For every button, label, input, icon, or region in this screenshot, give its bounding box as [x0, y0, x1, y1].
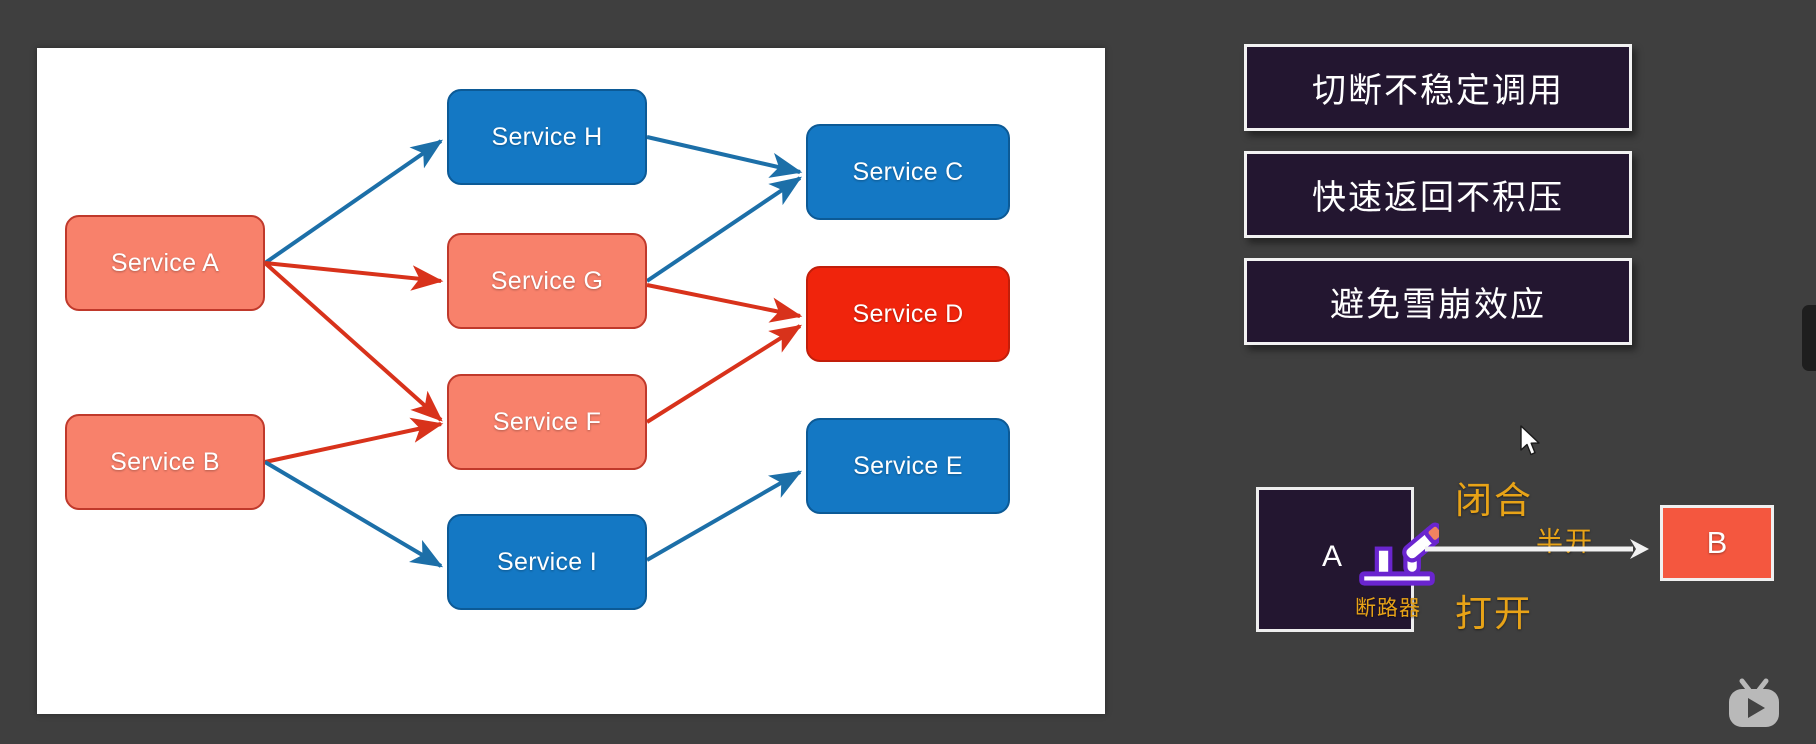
- edge-i-e: [646, 470, 803, 562]
- edge-a-f: [263, 261, 443, 422]
- circuit-breaker-switch-icon: [1359, 522, 1439, 586]
- service-node-a[interactable]: Service A: [65, 215, 265, 311]
- benefit-box-2[interactable]: 快速返回不积压: [1244, 151, 1632, 238]
- benefit-box-3[interactable]: 避免雪崩效应: [1244, 258, 1632, 345]
- edge-g-d: [646, 283, 803, 323]
- service-node-h[interactable]: Service H: [447, 89, 647, 185]
- service-node-d[interactable]: Service D: [806, 266, 1010, 362]
- benefit-box-1[interactable]: 切断不稳定调用: [1244, 44, 1632, 131]
- service-node-label: Service G: [490, 266, 604, 295]
- service-node-label: Service C: [852, 157, 964, 186]
- scrollbar-thumb[interactable]: [1802, 305, 1816, 371]
- edge-g-c: [645, 176, 802, 283]
- service-node-label: Service D: [852, 299, 964, 328]
- bilibili-tv-logo-icon: [1729, 678, 1779, 727]
- service-node-e[interactable]: Service E: [806, 418, 1010, 514]
- benefit-label: 快速返回不积压: [1312, 179, 1564, 217]
- call-flow-arrow-icon: [1425, 539, 1649, 559]
- edge-a-h: [263, 139, 443, 265]
- edge-b-f: [264, 417, 444, 464]
- benefit-label: 避免雪崩效应: [1330, 286, 1546, 324]
- scrollbar-track[interactable]: [1802, 0, 1816, 744]
- service-node-label: Service I: [497, 547, 597, 576]
- state-label-open: 打开: [1455, 593, 1533, 634]
- benefit-label: 切断不稳定调用: [1312, 72, 1564, 110]
- mouse-pointer-icon: [1520, 425, 1540, 456]
- state-label-half-open: 半开: [1536, 527, 1594, 557]
- service-node-b[interactable]: Service B: [65, 414, 265, 510]
- service-node-label: Service F: [492, 407, 602, 436]
- slide-panel: Service A Service B Service H Service G …: [37, 48, 1105, 714]
- service-node-f[interactable]: Service F: [447, 374, 647, 470]
- service-node-label: Service H: [491, 122, 603, 151]
- edge-h-c: [646, 135, 803, 178]
- node-b-label: B: [1706, 525, 1728, 560]
- service-node-i[interactable]: Service I: [447, 514, 647, 610]
- service-node-c[interactable]: Service C: [806, 124, 1010, 220]
- service-node-label: Service A: [110, 248, 220, 277]
- service-node-g[interactable]: Service G: [447, 233, 647, 329]
- edge-f-d: [645, 324, 803, 424]
- state-label-closed: 闭合: [1455, 480, 1533, 521]
- service-node-label: Service B: [110, 447, 220, 476]
- circuit-breaker-caption: 断路器: [1355, 597, 1421, 620]
- service-node-label: Service E: [853, 451, 963, 480]
- edge-b-i: [263, 460, 444, 568]
- circuit-breaker-node-a-label: A: [1322, 540, 1343, 573]
- circuit-breaker-node-b[interactable]: B: [1660, 505, 1774, 581]
- edge-a-g: [264, 261, 444, 291]
